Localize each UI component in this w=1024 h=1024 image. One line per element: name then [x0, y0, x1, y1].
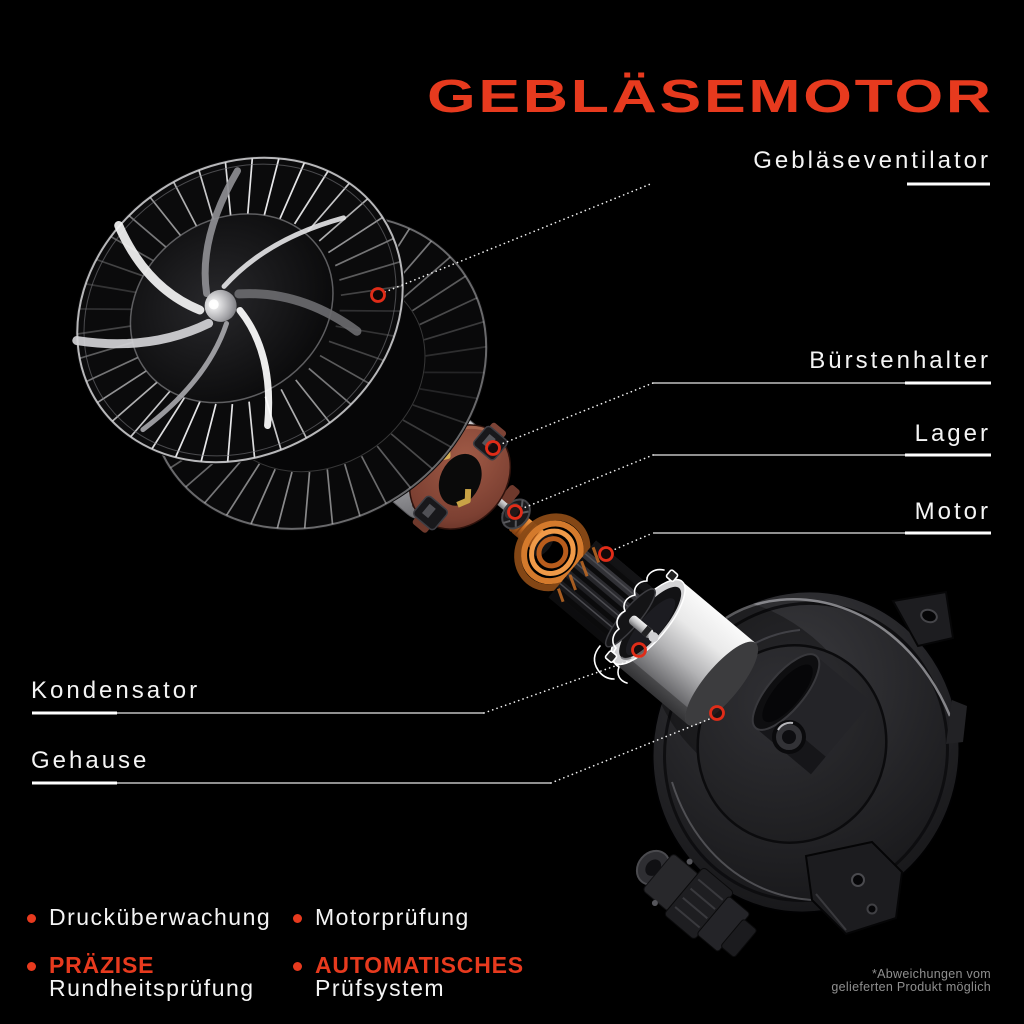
part-markers: [370, 287, 725, 721]
bullet-icon: [27, 914, 36, 923]
footnote-line1: *Abweichungen vom: [871, 967, 991, 981]
label-buerstenhalter: Bürstenhalter: [809, 347, 991, 374]
footnote: *Abweichungen vom gelieferten Produkt mö…: [831, 968, 991, 994]
page-title: GEBLÄSEMOTOR: [427, 70, 994, 122]
marker-lager: [507, 504, 523, 520]
housing-part: [635, 590, 967, 958]
housing-tab-top: [891, 590, 955, 648]
marker-motor: [598, 546, 614, 562]
sketch-outline: [593, 568, 679, 684]
label-motor: Motor: [914, 498, 991, 525]
bullet-icon: [293, 914, 302, 923]
feature-motorpruefung: Motorprüfung: [293, 906, 470, 929]
marker-buerstenhalter: [485, 440, 501, 456]
label-lager: Lager: [914, 420, 991, 447]
feature-text: Prüfsystem: [315, 975, 446, 1001]
housing-bracket: [804, 840, 904, 936]
feature-highlight: PRÄZISE: [49, 952, 155, 978]
label-kondensator: Kondensator: [31, 677, 201, 704]
housing-flange-right: [946, 700, 967, 744]
bullet-icon: [27, 962, 36, 971]
leader-lines: [32, 182, 991, 785]
feature-praezise-rundheitspruefung: PRÄZISE Rundheitsprüfung: [27, 954, 255, 1000]
marker-gehause: [709, 705, 725, 721]
bullet-icon: [293, 962, 302, 971]
feature-druckueberwachung: Drucküberwachung: [27, 906, 271, 929]
feature-automatisches-pruefsystem: AUTOMATISCHES Prüfsystem: [293, 954, 524, 1000]
label-gehause: Gehause: [31, 747, 150, 774]
fan-front-cage: [72, 155, 405, 465]
label-geblaeseventilator: Gebläseventilator: [753, 147, 991, 174]
motor-can-part: [610, 578, 759, 726]
housing-connector: [635, 849, 757, 958]
marker-kondensator: [631, 642, 647, 658]
fan-hub: [204, 289, 237, 322]
feature-text: Motorprüfung: [315, 904, 470, 930]
marker-geblaeseventilator: [370, 287, 386, 303]
footnote-line2: gelieferten Produkt möglich: [831, 980, 991, 994]
feature-highlight: AUTOMATISCHES: [315, 952, 524, 978]
fan-wheel-part: [72, 155, 489, 531]
feature-text: Drucküberwachung: [49, 904, 272, 930]
feature-text: Rundheitsprüfung: [49, 975, 255, 1001]
